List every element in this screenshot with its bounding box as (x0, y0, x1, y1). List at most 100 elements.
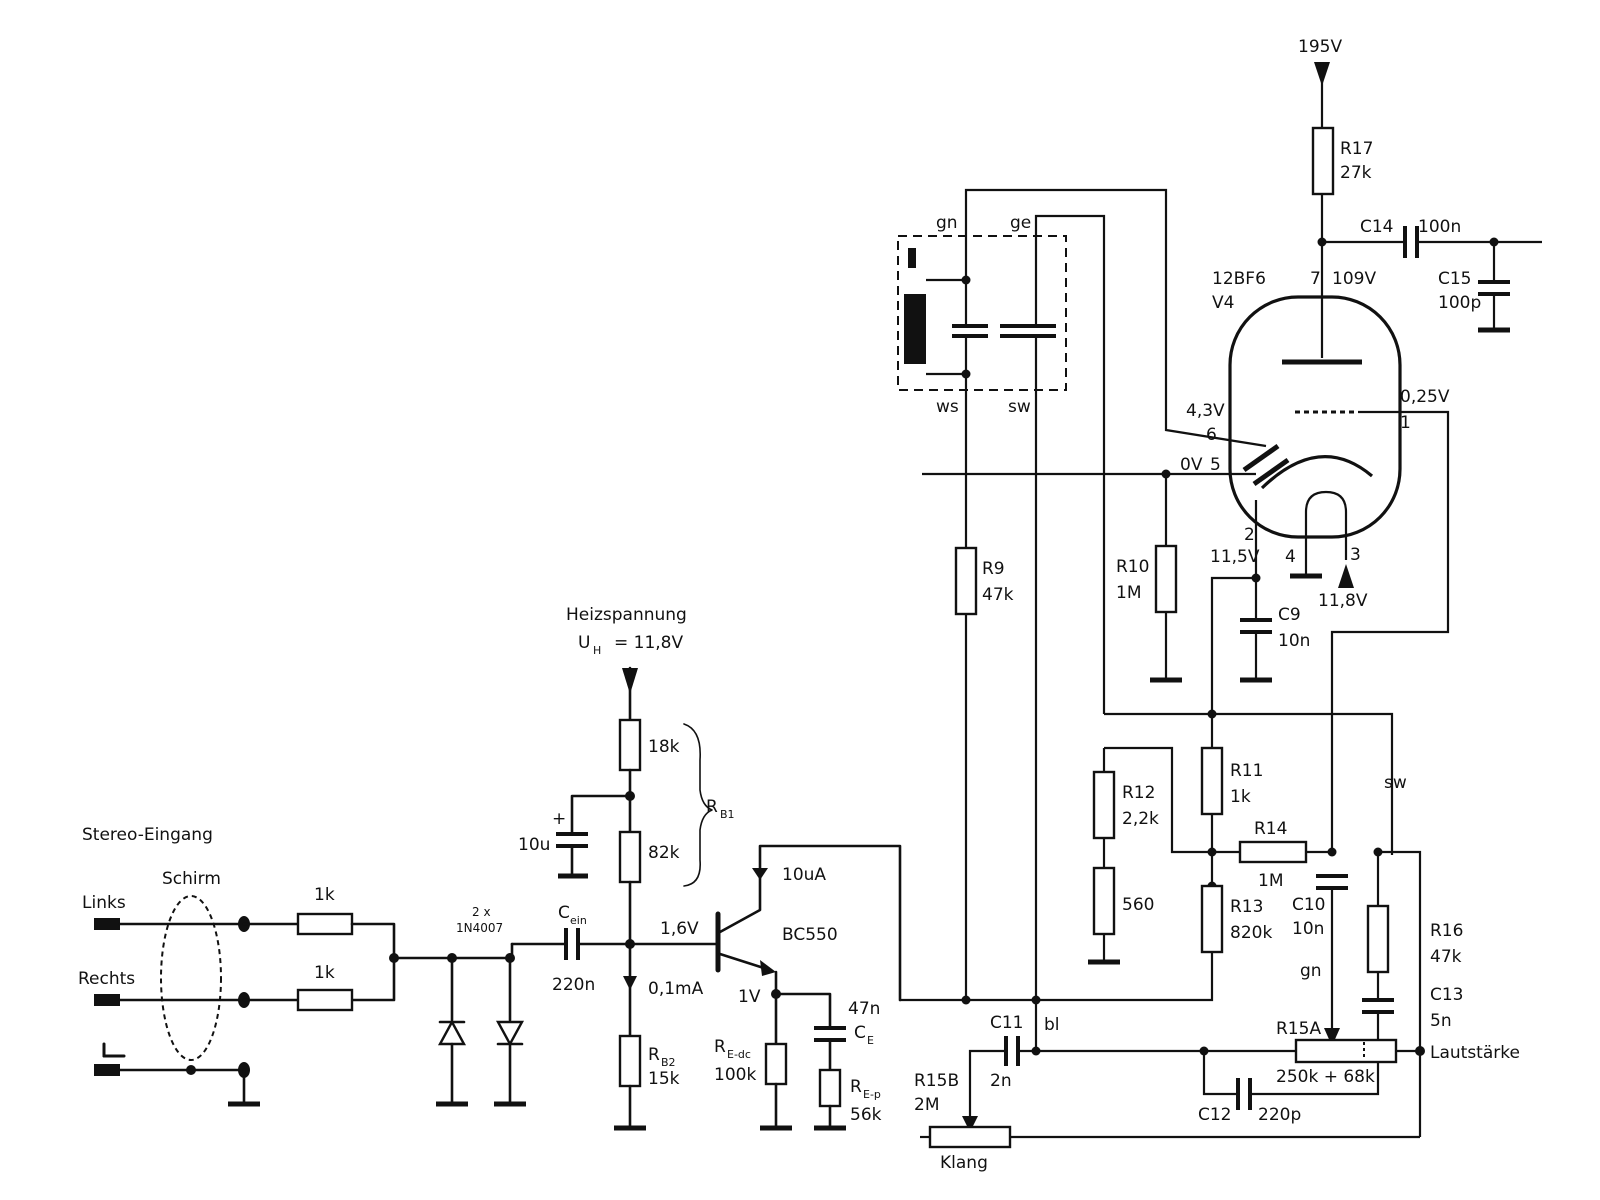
r10-resistor (1154, 544, 1178, 614)
tube-anode-voltage: 109V (1332, 269, 1376, 289)
tube-pin1-voltage: 0,25V (1400, 387, 1450, 407)
c12-ref: C12 (1198, 1105, 1232, 1125)
r13-resistor (1200, 884, 1224, 954)
r12b-value: 560 (1122, 895, 1154, 915)
tube-pin2-voltage: 11,5V (1210, 547, 1260, 567)
tube-pin7: 7 (1310, 269, 1321, 289)
tube-pin3: 3 (1350, 545, 1361, 565)
tube-type: 12BF6 (1212, 269, 1266, 289)
rb2-ref: R (648, 1045, 660, 1065)
heater-u-sub: H (593, 644, 601, 657)
r9-value: 47k (982, 585, 1014, 605)
r12-ref: R12 (1122, 783, 1155, 803)
rb2-sub: B2 (661, 1056, 676, 1069)
r15b-value: 2M (914, 1095, 939, 1115)
heater-title: Heizspannung (566, 605, 687, 625)
anode-supply-voltage: 195V (1298, 37, 1342, 57)
r12-resistor (1092, 770, 1116, 840)
r11-ref: R11 (1230, 761, 1263, 781)
heater-arrow-icon (1338, 564, 1354, 588)
c15-value: 100p (1438, 293, 1481, 313)
wire-sw2-label: sw (1384, 773, 1407, 793)
rb1-top-resistor (618, 718, 642, 772)
jack-right-icon (94, 994, 120, 1006)
r-in-right-resistor (296, 988, 354, 1012)
shield-ellipse (160, 895, 222, 1061)
c10-ref: C10 (1292, 895, 1326, 915)
tube-ref: V4 (1212, 293, 1234, 313)
r11-value: 1k (1230, 787, 1251, 807)
shielded-coupling-block: gn ge ws sw (897, 213, 1106, 1000)
c9-value: 10n (1278, 631, 1310, 651)
diodes-type: 1N4007 (456, 921, 503, 935)
anode-supply: 195V R17 27k (1298, 37, 1373, 358)
q1-type: BC550 (782, 925, 838, 945)
r15a-ref: R15A (1276, 1019, 1321, 1039)
tube-pin6: 6 (1206, 425, 1217, 445)
wire-gn2-label: gn (1300, 961, 1322, 981)
c14-ref: C14 (1360, 217, 1394, 237)
input-right-label: Rechts (78, 969, 135, 989)
re-p-resistor (818, 1068, 842, 1108)
c13-ref: C13 (1430, 985, 1464, 1005)
r15a-value: 250k + 68k (1276, 1067, 1375, 1087)
r-in-left-resistor (296, 912, 354, 936)
tube-envelope (1228, 295, 1402, 539)
tube-pin3-voltage: 11,8V (1318, 591, 1368, 611)
heater-supply: Heizspannung U H = 11,8V (566, 605, 687, 694)
rb1-top-value: 18k (648, 737, 680, 757)
tone-wiper-arrow-icon (962, 1116, 978, 1132)
r15b-label: Klang (940, 1153, 988, 1173)
r10-ref: R10 (1116, 557, 1149, 577)
c14-c15-output: C14 100n C15 100p (1322, 217, 1542, 333)
rb1-bottom-value: 82k (648, 843, 680, 863)
c11-ref: C11 (990, 1013, 1024, 1033)
r10-value: 1M (1116, 583, 1141, 603)
r16-resistor (1366, 904, 1390, 974)
re-dc-ref: R (714, 1037, 726, 1057)
tube-pin5: 5 (1210, 455, 1221, 475)
c14-value: 100n (1418, 217, 1461, 237)
jack-ground-icon (94, 1064, 120, 1076)
wire-ge-label: ge (1010, 213, 1031, 233)
r17-value: 27k (1340, 163, 1372, 183)
re-dc-value: 100k (714, 1065, 756, 1085)
wire-bl-label: bl (1044, 1015, 1060, 1035)
coil-icon (904, 294, 926, 364)
c10-value: 10n (1292, 919, 1324, 939)
c11-value: 2n (990, 1071, 1012, 1091)
rb2-resistor (618, 1034, 642, 1088)
c-ein-value: 220n (552, 975, 595, 995)
r-in-left-value: 1k (314, 885, 335, 905)
jack-left-icon (94, 918, 120, 930)
wire-ws-label: ws (936, 397, 959, 417)
q1-vb: 1,6V (660, 919, 699, 939)
heater-u: U (578, 633, 590, 653)
rb2-value: 15k (648, 1069, 680, 1089)
r16-ref: R16 (1430, 921, 1463, 941)
r16-value: 47k (1430, 947, 1462, 967)
r12b-resistor (1092, 866, 1116, 936)
r17-resistor (1311, 126, 1335, 196)
re-p-value: 56k (850, 1105, 882, 1125)
r9-resistor (954, 546, 978, 616)
ce-value: 47n (848, 999, 880, 1019)
c-dec-value: 10u (518, 835, 550, 855)
re-p-ref: R (850, 1077, 862, 1097)
rb1-bottom-resistor (618, 830, 642, 884)
c-ein-ref: C (558, 903, 570, 923)
wiper-arrow-icon (1324, 1028, 1340, 1046)
r-in-right-value: 1k (314, 963, 335, 983)
tube-cathode (1260, 455, 1374, 490)
tube-pin1: 1 (1400, 413, 1411, 433)
r15a-potentiometer (1294, 1038, 1398, 1064)
input-left-label: Links (82, 893, 126, 913)
input-title: Stereo-Eingang (82, 825, 213, 845)
r13-value: 820k (1230, 923, 1272, 943)
re-p-sub: E-p (863, 1088, 881, 1101)
r9-ref: R9 (982, 559, 1005, 579)
re-dc-sub: E-dc (727, 1048, 751, 1061)
r14-ref: R14 (1254, 819, 1287, 839)
r15a-label: Lautstärke (1430, 1043, 1520, 1063)
